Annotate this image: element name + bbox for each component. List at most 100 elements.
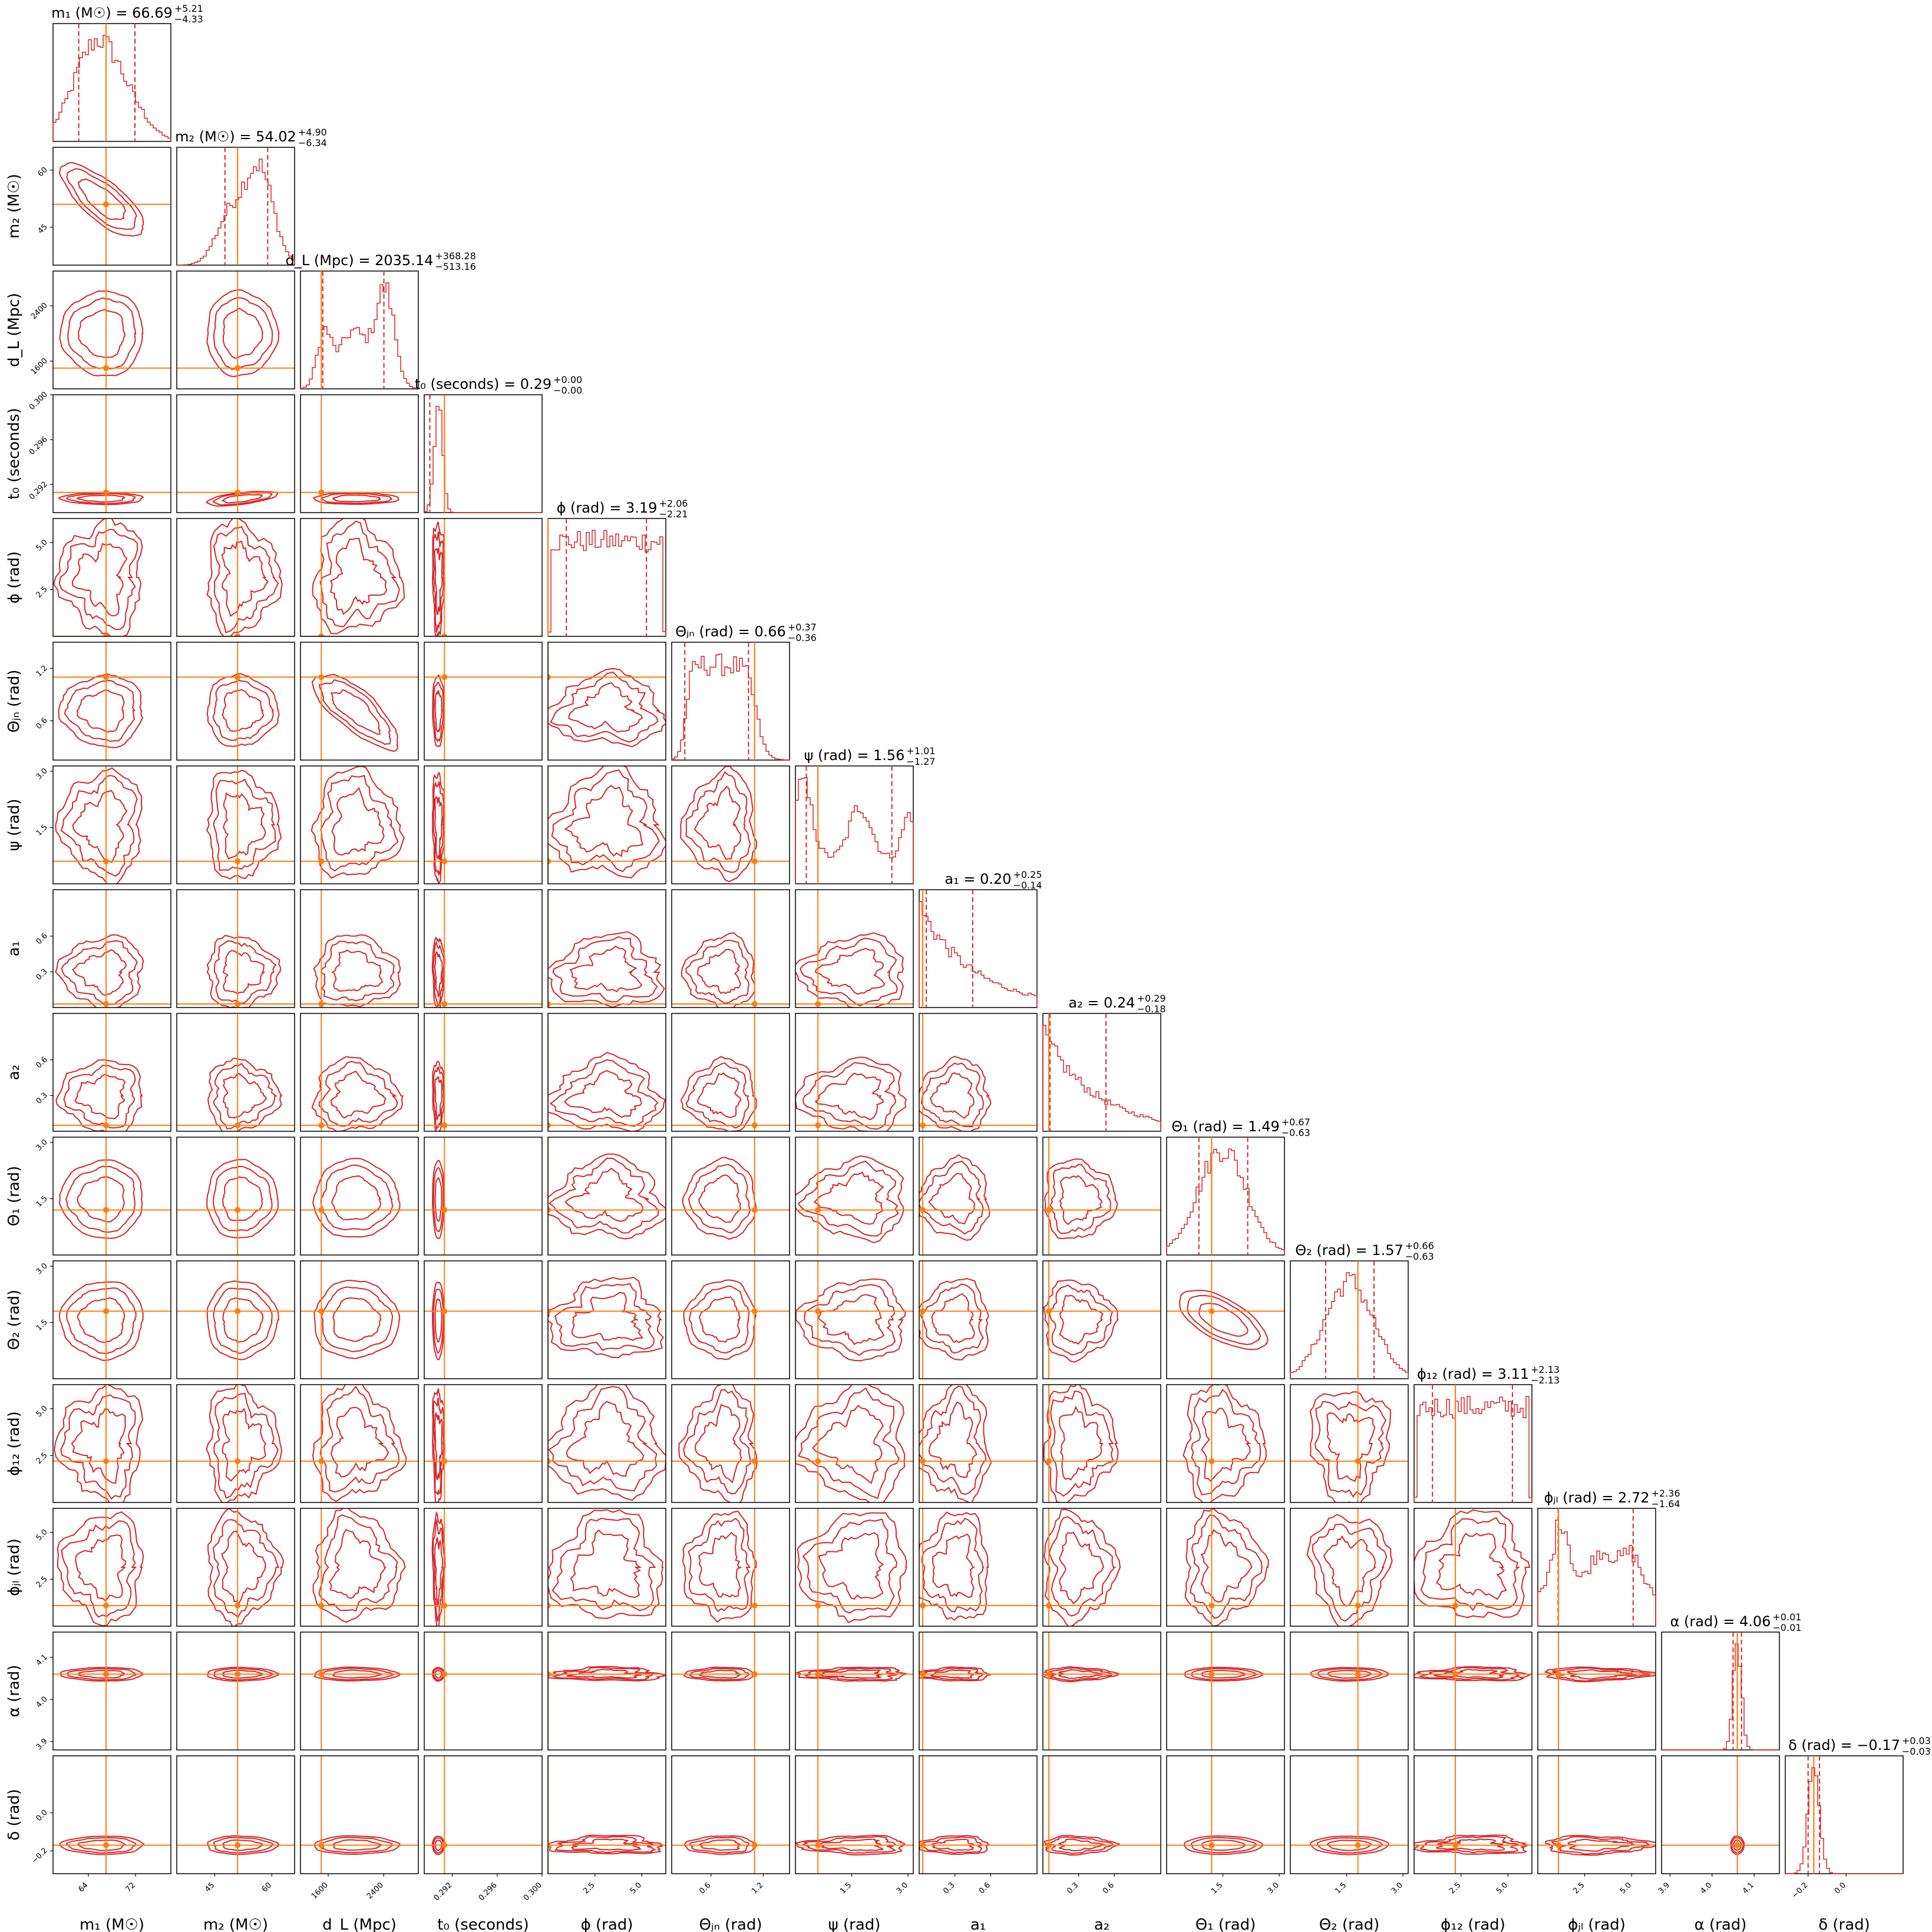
truth-marker	[103, 1207, 109, 1213]
truth-marker	[751, 1671, 758, 1677]
contour-line	[431, 937, 446, 1008]
contour-line	[431, 1511, 446, 1626]
truth-marker	[103, 1671, 109, 1677]
x-tick-label: 3.9	[1657, 1881, 1672, 1895]
histogram-dL	[300, 282, 419, 389]
panel-m1-psi: 1.53.0	[35, 765, 171, 884]
panel-thetajn-alpha	[671, 1632, 790, 1751]
contour-line	[77, 309, 126, 358]
panel-phi-psi	[547, 765, 666, 884]
y-tick-label: 4.1	[35, 1653, 49, 1667]
panel-frame	[1166, 1632, 1285, 1751]
contour-line	[332, 1297, 382, 1342]
contour-line	[1043, 1279, 1119, 1363]
contour-line	[818, 1532, 884, 1600]
contour-line	[313, 1280, 401, 1359]
panel-psi-a1	[795, 889, 914, 1008]
contour-line	[682, 1510, 757, 1623]
contour-line	[795, 932, 904, 1008]
panel-t0-theta1	[424, 1137, 543, 1256]
x-axis-label-m1: m₁ (M☉)	[80, 1916, 144, 1932]
panel-frame	[300, 889, 419, 1008]
error-minus: −2.13	[1531, 1375, 1560, 1386]
panel-m1-alpha: 3.94.04.1	[35, 1632, 171, 1752]
y-axis-label-psi: ψ (rad)	[5, 799, 23, 851]
panel-frame	[300, 1013, 419, 1132]
panel-frame	[424, 1137, 543, 1256]
y-tick-label: 0.3	[35, 967, 49, 982]
error-plus: +2.06	[659, 498, 688, 509]
contour-line	[212, 1519, 280, 1619]
y-tick-label: 1.5	[35, 823, 49, 838]
truth-marker	[920, 1207, 926, 1213]
panel-thetajn-psi	[671, 765, 790, 884]
x-tick-label: 0.3	[1065, 1881, 1080, 1895]
contour-line	[213, 1393, 279, 1499]
histogram-theta1	[1166, 1148, 1285, 1255]
y-axis-label-m2: m₂ (M☉)	[5, 174, 23, 239]
contour-line	[77, 494, 126, 503]
panel-frame	[176, 518, 295, 637]
contour-line	[698, 1174, 741, 1223]
contour-line	[58, 491, 144, 506]
contour-line	[77, 1176, 125, 1223]
contour-line	[569, 945, 643, 993]
x-tick-label: 1.5	[1333, 1881, 1348, 1895]
contour-line	[434, 1298, 442, 1343]
panel-frame	[1042, 1632, 1161, 1751]
truth-marker	[103, 365, 109, 371]
truth-marker	[1452, 1671, 1459, 1677]
contour-line	[434, 1411, 443, 1480]
truth-marker	[815, 1000, 821, 1007]
panel-frame	[547, 1013, 666, 1132]
truth-marker	[441, 858, 448, 864]
contour-line	[1190, 1514, 1263, 1619]
panel-frame	[1042, 1384, 1161, 1503]
panel-frame	[1166, 1508, 1285, 1627]
panel-frame	[1290, 1755, 1409, 1874]
truth-marker	[1046, 1207, 1052, 1213]
x-axis-label-delta: δ (rad)	[1818, 1916, 1870, 1932]
panel-thetajn-theta2	[671, 1260, 790, 1379]
x-tick-label: 0.296	[477, 1881, 499, 1903]
panel-frame	[547, 1260, 666, 1379]
truth-marker	[815, 1671, 821, 1677]
panel-frame	[1290, 1384, 1409, 1503]
panel-frame	[424, 642, 543, 761]
panel-dL-a1	[300, 889, 419, 1008]
x-tick-label: 1.5	[838, 1881, 853, 1895]
error-plus: +0.37	[788, 622, 817, 633]
panel-frame	[1661, 1632, 1780, 1751]
truth-marker	[235, 858, 241, 864]
x-tick-label: 0.3	[942, 1881, 956, 1895]
panel-frame	[547, 1755, 666, 1874]
panel-frame	[671, 1755, 790, 1874]
contour-line	[1191, 1389, 1261, 1495]
panel-frame	[52, 765, 171, 884]
contour-line	[548, 766, 666, 879]
contour-line	[697, 949, 741, 995]
panel-frame	[1166, 1260, 1285, 1379]
truth-marker	[548, 858, 551, 864]
x-axis-label-a2: a₂	[1094, 1916, 1109, 1932]
contour-line	[223, 792, 266, 860]
contour-line	[919, 1511, 989, 1621]
truth-marker	[548, 1671, 551, 1677]
error-plus: +0.25	[1013, 869, 1042, 880]
x-tick-label: 4.0	[1699, 1881, 1713, 1895]
contour-line	[71, 1408, 126, 1484]
contour-line	[65, 1287, 137, 1355]
contour-line	[331, 689, 381, 735]
truth-marker	[103, 633, 109, 636]
panel-frame	[176, 270, 295, 389]
truth-marker	[815, 1308, 821, 1315]
truth-marker	[235, 1308, 241, 1315]
panel-phi12-alpha	[1414, 1632, 1533, 1751]
x-tick-label: 45	[203, 1881, 216, 1894]
y-tick-label: 45	[37, 223, 49, 236]
contour-line	[331, 1175, 382, 1221]
histogram-alpha	[1662, 1643, 1779, 1751]
truth-marker	[318, 858, 325, 864]
contour-line	[693, 785, 742, 860]
truth-marker	[548, 674, 551, 681]
